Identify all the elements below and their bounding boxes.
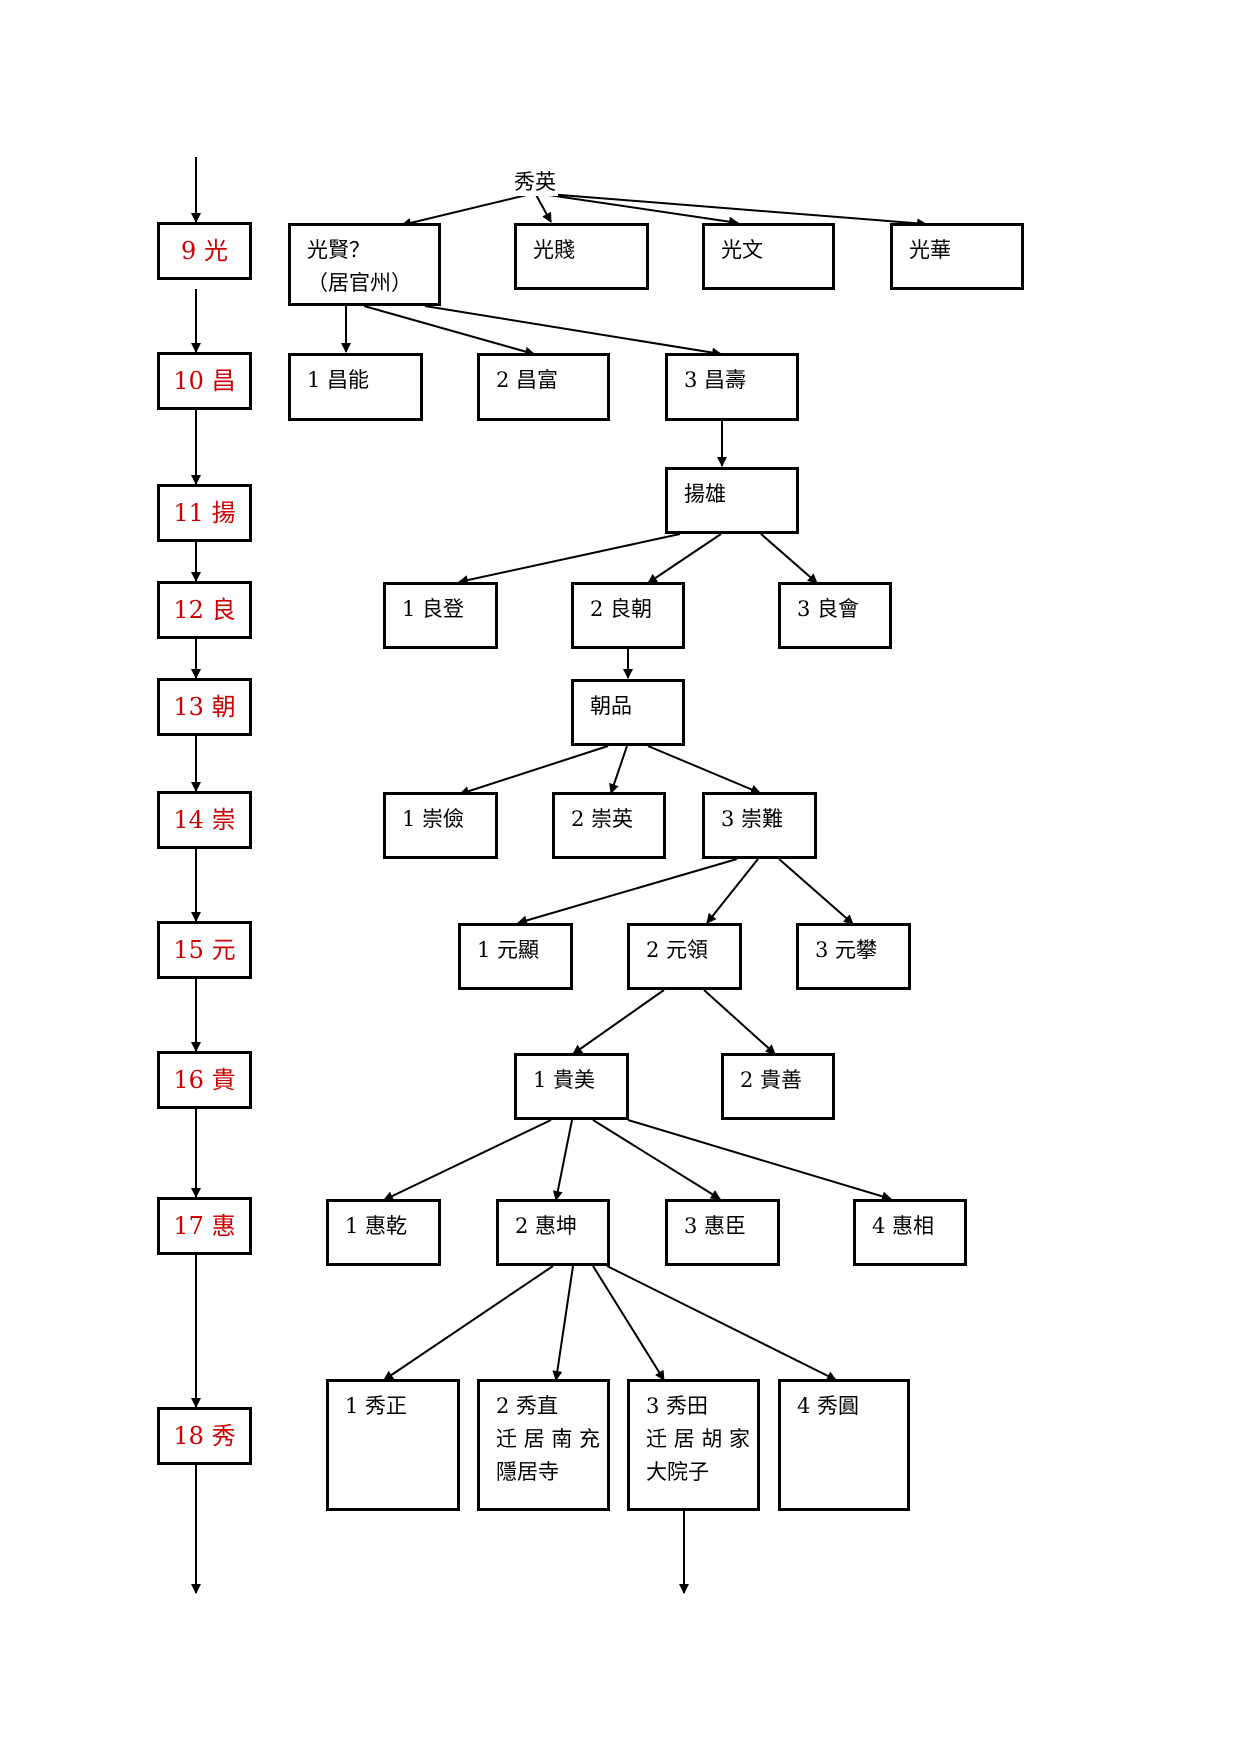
person-chaopin: 朝品 bbox=[571, 679, 685, 746]
person-name: 3 秀田 bbox=[646, 1394, 709, 1418]
generation-label-11: 11 揚 bbox=[157, 484, 252, 542]
person-note: 大院子 bbox=[646, 1460, 709, 1484]
person-guangjian: 光賤 bbox=[514, 223, 649, 290]
person-guanghua: 光華 bbox=[890, 223, 1024, 290]
person-note: 隱居寺 bbox=[496, 1460, 559, 1484]
person-huiqian: 1 惠乾 bbox=[326, 1199, 441, 1266]
person-name: 2 秀直 bbox=[496, 1394, 559, 1418]
generation-label-18: 18 秀 bbox=[157, 1407, 252, 1465]
person-yuanpan: 3 元攀 bbox=[796, 923, 911, 990]
person-guangwen: 光文 bbox=[702, 223, 835, 290]
person-xiutian: 3 秀田 迁 居 胡 家 大院子 bbox=[627, 1379, 760, 1511]
person-liangdeng: 1 良登 bbox=[383, 582, 498, 649]
person-note: 迁 居 胡 家 bbox=[646, 1427, 751, 1451]
person-changneng: 1 昌能 bbox=[288, 353, 423, 421]
root-ancestor: 秀英 bbox=[512, 168, 558, 196]
person-huichen: 3 惠臣 bbox=[665, 1199, 780, 1266]
person-changshou: 3 昌壽 bbox=[665, 353, 799, 421]
person-guimei: 1 貴美 bbox=[514, 1053, 629, 1120]
person-guangxian: 光賢？ （居官州） bbox=[288, 223, 441, 306]
generation-label-14: 14 崇 bbox=[157, 791, 252, 849]
person-liangchao: 2 良朝 bbox=[571, 582, 685, 649]
person-yuanxian: 1 元顯 bbox=[458, 923, 573, 990]
generation-label-16: 16 貴 bbox=[157, 1051, 252, 1109]
person-chongying: 2 崇英 bbox=[552, 792, 666, 859]
generation-label-10: 10 昌 bbox=[157, 352, 252, 410]
generation-label-13: 13 朝 bbox=[157, 678, 252, 736]
person-yuanling: 2 元領 bbox=[627, 923, 742, 990]
person-yangxiong: 揚雄 bbox=[665, 467, 799, 534]
person-xiuzhi: 2 秀直 迁 居 南 充 隱居寺 bbox=[477, 1379, 610, 1511]
person-xiuzheng: 1 秀正 bbox=[326, 1379, 460, 1511]
person-changfu: 2 昌富 bbox=[477, 353, 610, 421]
person-xiuyuan: 4 秀圓 bbox=[778, 1379, 910, 1511]
generation-label-17: 17 惠 bbox=[157, 1197, 252, 1255]
person-huixiang: 4 惠相 bbox=[853, 1199, 967, 1266]
person-name: 4 秀圓 bbox=[797, 1394, 860, 1418]
person-huikun: 2 惠坤 bbox=[496, 1199, 610, 1266]
person-guishan: 2 貴善 bbox=[721, 1053, 835, 1120]
person-chongnan: 3 崇難 bbox=[702, 792, 817, 859]
generation-label-12: 12 良 bbox=[157, 581, 252, 639]
person-chongjian: 1 崇儉 bbox=[383, 792, 498, 859]
person-note: （居官州） bbox=[307, 271, 412, 295]
person-note: 迁 居 南 充 bbox=[496, 1427, 601, 1451]
generation-label-15: 15 元 bbox=[157, 921, 252, 979]
generation-label-9: 9 光 bbox=[157, 222, 252, 280]
person-name: 1 秀正 bbox=[345, 1394, 408, 1418]
person-lianghui: 3 良會 bbox=[778, 582, 892, 649]
person-name: 光賢？ bbox=[307, 238, 370, 262]
